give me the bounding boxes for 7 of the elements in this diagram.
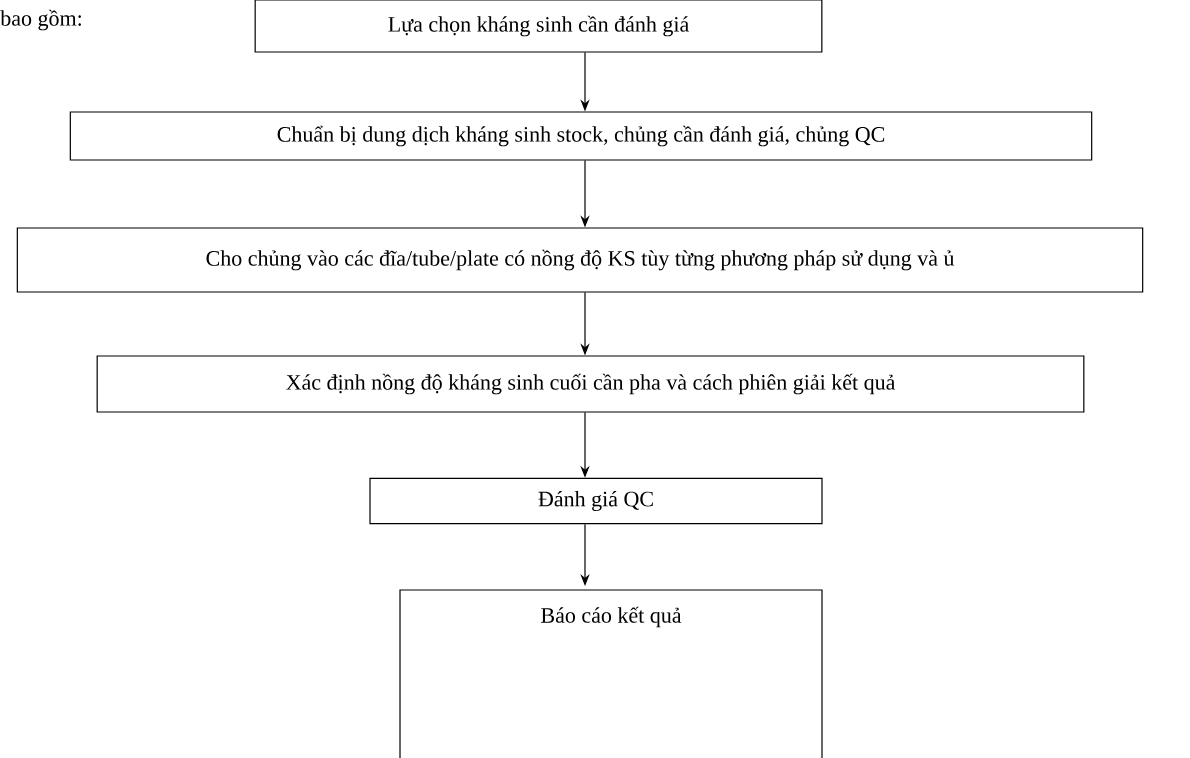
- process-box: Lựa chọn kháng sinh cần đánh giá: [254, 0, 823, 53]
- process-box: Đánh giá QC: [369, 477, 823, 525]
- heading-text: bao gồm:: [0, 9, 81, 31]
- process-box: Báo cáo kết quả: [399, 589, 823, 758]
- process-box: Chuẩn bị dung dịch kháng sinh stock, chủng cần đánh giá, chủng QC: [69, 111, 1093, 161]
- process-box: Xác định nồng độ kháng sinh cuối cần pha và cách phiên giải kết quả: [96, 355, 1085, 413]
- process-box: Cho chủng vào các đĩa/tube/plate có nồng độ KS tùy từng phương pháp sử dụng và ủ: [16, 227, 1144, 293]
